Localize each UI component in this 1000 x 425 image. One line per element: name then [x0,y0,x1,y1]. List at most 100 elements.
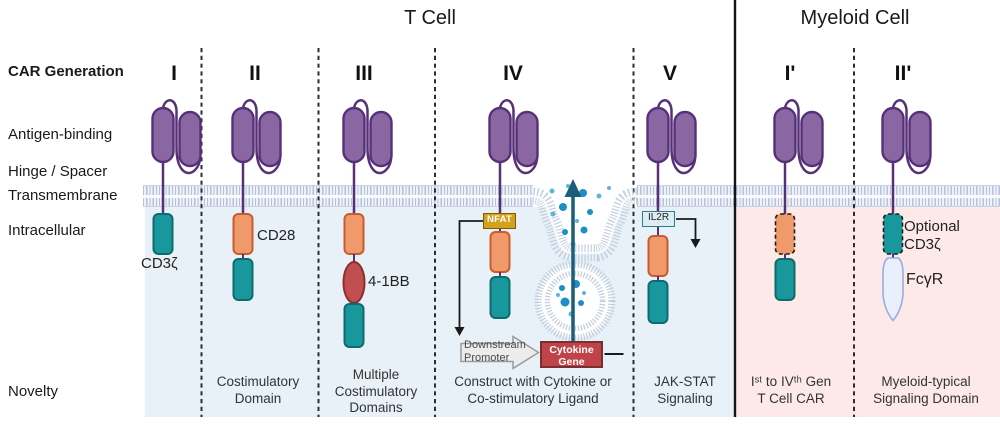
novelty-line: T Cell CAR [757,390,825,406]
nfat-tag: NFAT [483,213,516,229]
il2r-connector-arrow [676,218,701,248]
antigen-binding-domain-icon [369,110,393,168]
cell-membrane-right-segment [637,185,1000,207]
antigen-binding-domain-icon [908,110,932,168]
row-label-transmembrane: Transmembrane [8,187,118,204]
car-gen-5-receptor [646,99,697,324]
4-1bb-label: 4-1BB [368,273,410,290]
novelty-line: Iˢᵗ to IVᵗʰ Gen [750,374,832,389]
novelty-line: Domains [349,400,403,415]
antigen-binding-domain-icon [773,106,797,164]
antigen-binding-domain-icon [673,110,697,168]
car-gen-3-receptor [342,99,393,348]
cytokine-gene-line1: Cytokine [549,344,594,356]
fcgr-domain-icon [882,257,904,322]
car-myeloid-gen-2-receptor [881,99,932,322]
membrane-core [143,194,533,198]
antigen-binding-domain-icon [231,106,255,164]
fcgr-label: FcγR [906,271,944,288]
costimulatory-domain-icon [343,213,365,255]
cd28-domain-icon [232,213,254,255]
car-gen-1-receptor [151,99,202,255]
scfv-linker [241,99,282,175]
optional-label-line2: CD3ζ [904,236,941,253]
novelty-line: Domain [234,390,282,406]
optional-cd3z-domain-icon [882,213,904,255]
car-gen-4-receptor [488,99,539,319]
row-label-car-generation: CAR Generation [8,63,124,80]
row-label-intracellular: Intracellular [8,222,86,239]
scfv-linker [161,99,202,175]
novelty-line: Signaling [657,390,713,406]
antigen-binding-domain-icon [342,106,366,164]
antigen-binding-domain-icon [800,110,824,168]
il2r-tag: IL2R [642,211,675,227]
membrane-core [637,194,1000,198]
novelty-line: Myeloid-typical [881,374,971,389]
car-gen-2-receptor [231,99,282,301]
scfv-linker [891,99,932,175]
antigen-binding-domain-icon [881,106,905,164]
myeloid-cell-title: Myeloid Cell [800,7,910,29]
novelty-line: Costimulatory [334,383,418,399]
generation-numeral-4: IV [503,62,523,85]
novelty-line: Co-stimulatory Ligand [467,390,599,406]
row-label-antigen-binding: Antigen-binding [8,126,113,143]
antigen-binding-domain-icon [515,110,539,168]
scfv-linker [498,99,539,175]
antigen-binding-domain-icon [488,106,512,164]
cd3z-domain-icon [489,276,511,319]
car-myeloid-gen-1-receptor [773,99,824,301]
cytokine-dots [549,184,611,317]
novelty-gen5: JAK-STAT Signaling [625,374,745,407]
cd3z-domain-icon [152,213,174,255]
cytokine-gene-line2: Gene [558,355,585,368]
downstream-promoter-label: Downstream Promoter [464,339,526,365]
generation-numeral-2: II [249,62,261,85]
antigen-binding-domain-icon [646,106,670,164]
scfv-linker [656,99,697,175]
scfv-linker [352,99,393,175]
novelty-gen4: Construct with Cytokine or Co-stimulator… [438,374,628,407]
antigen-binding-domain-icon [151,106,175,164]
novelty-line: Construct with Cytokine or [454,374,612,389]
costimulatory-domain-icon [647,235,669,277]
secretion-arrow-icon [564,179,582,345]
optional-costim-domain-icon [774,213,796,255]
cd3z-label: CD3ζ [141,255,178,272]
secretory-vesicle-icon [534,260,616,342]
optional-label-line1: Optional [904,218,960,235]
cd28-label: CD28 [257,227,296,244]
novelty-gen3: Multiple Costimulatory Domains [306,367,446,417]
generation-numeral-m2: II' [894,62,912,85]
4-1bb-domain-icon [342,261,366,304]
novelty-line: JAK-STAT [654,374,716,389]
novelty-gen2: Costimulatory Domain [188,374,328,407]
nfat-connector-arrow [454,220,483,336]
novelty-myeloid-gen2: Myeloid-typical Signaling Domain [856,374,996,407]
row-label-hinge-spacer: Hinge / Spacer [8,163,108,180]
cd3z-domain-icon [774,258,796,301]
promoter-line2: Promoter [464,352,510,364]
generation-numeral-5: V [662,62,677,85]
cd3z-domain-icon [343,303,365,348]
row-label-novelty: Novelty [8,383,59,400]
t-cell-title: T Cell [404,7,456,29]
cd3z-domain-icon [647,280,669,324]
costimulatory-domain-icon [489,231,511,273]
cytokine-gene-box: Cytokine Gene [540,341,603,368]
membrane-invagination [529,187,639,262]
novelty-line: Costimulatory [216,374,300,389]
novelty-line: Signaling Domain [873,390,979,406]
antigen-binding-domain-icon [258,110,282,168]
generation-numeral-1: I [171,62,177,85]
antigen-binding-domain-icon [178,110,202,168]
promoter-line1: Downstream [464,339,526,351]
generation-numeral-m1: I' [784,62,796,85]
column-separators [200,48,855,417]
downstream-promoter-arrow [460,335,540,370]
novelty-line: Multiple [352,367,400,382]
novelty-myeloid-gen1: Iˢᵗ to IVᵗʰ Gen T Cell CAR [731,374,851,407]
